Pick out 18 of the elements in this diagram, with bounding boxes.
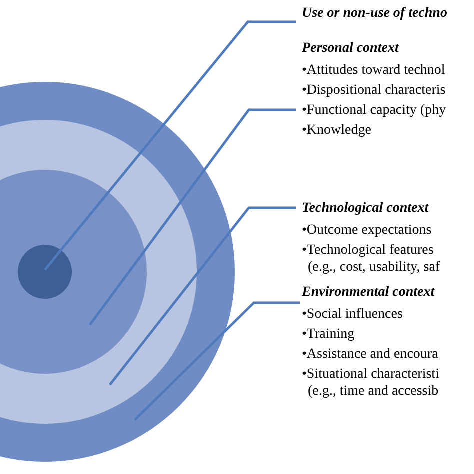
bullet-item: •Attitudes toward technol xyxy=(302,62,446,79)
bullet-item: •Social influences xyxy=(302,306,404,323)
bullet-item: •Outcome expectations xyxy=(302,222,433,239)
context-heading: Technological context xyxy=(302,200,430,217)
bullet-item: •Knowledge xyxy=(302,122,372,139)
context-heading: Environmental context xyxy=(302,284,436,301)
context-heading: Use or non-use of techno xyxy=(302,5,448,22)
bullet-item: •Assistance and encoura xyxy=(302,346,440,363)
leader-line xyxy=(109,206,296,386)
leader-line xyxy=(89,108,296,326)
leader-line xyxy=(134,302,300,421)
bullet-item: •Dispositional characteris xyxy=(302,82,447,99)
leader-line xyxy=(44,20,296,271)
context-heading: Personal context xyxy=(302,40,400,57)
bullet-item: •Training xyxy=(302,326,356,343)
bullet-item: •Functional capacity (phy xyxy=(302,102,448,119)
bullet-item: •Technological features (e.g., cost, usability, saf xyxy=(302,242,442,276)
bullet-item: •Situational characteristi (e.g., time and accessib xyxy=(302,366,440,400)
